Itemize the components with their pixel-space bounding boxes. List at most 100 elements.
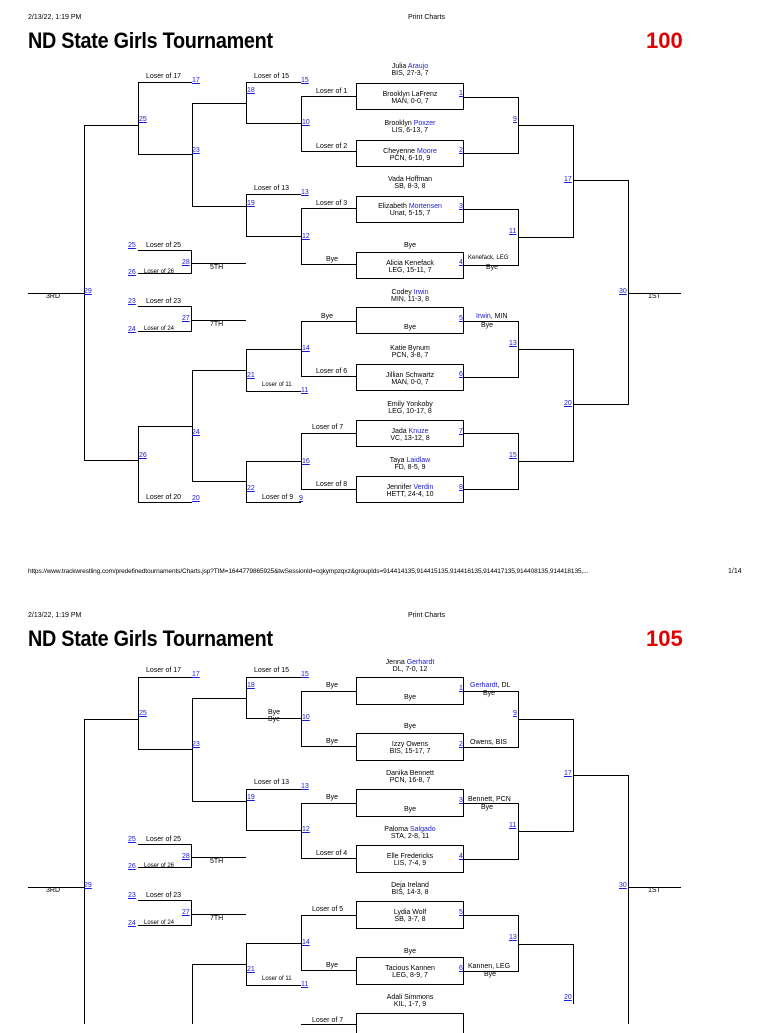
p2-match-number-9[interactable]: 9 <box>513 710 517 717</box>
match-number-14[interactable]: 14 <box>302 345 310 352</box>
match-number-29[interactable]: 29 <box>84 288 92 295</box>
match-number-17[interactable]: 17 <box>564 176 572 183</box>
match-number-3[interactable]: 3 <box>459 203 463 210</box>
match-number-13[interactable]: 13 <box>509 340 517 347</box>
match-number-2[interactable]: 2 <box>459 147 463 154</box>
p2-match-number-2[interactable]: 2 <box>459 741 463 748</box>
p2-match-number-14[interactable]: 14 <box>302 939 310 946</box>
p2-match-number-21[interactable]: 21 <box>247 966 255 973</box>
p2-match-number-17[interactable]: 17 <box>564 770 572 777</box>
p2-match-number-13b[interactable]: 13 <box>301 783 309 790</box>
match-number-8[interactable]: 8 <box>459 484 463 491</box>
p2-cons-loser-15: Loser of 15 <box>254 667 290 674</box>
p2-wrestler-2: Bye <box>403 694 417 701</box>
p2-wrestler-3: Bye <box>403 723 417 730</box>
match-number-21[interactable]: 21 <box>247 372 255 379</box>
match-number-12[interactable]: 12 <box>302 233 310 240</box>
p2-match-number-30[interactable]: 30 <box>619 882 627 889</box>
match-number-19[interactable]: 19 <box>247 200 255 207</box>
match-number-26b[interactable]: 26 <box>128 269 136 276</box>
match-number-9b[interactable]: 9 <box>299 495 303 502</box>
match-number-25[interactable]: 25 <box>139 116 147 123</box>
cons-loser-26: Loser of 26 <box>144 269 175 275</box>
p2-match-number-5[interactable]: 5 <box>459 909 463 916</box>
p2-match-number-12[interactable]: 12 <box>302 826 310 833</box>
match-number-10[interactable]: 10 <box>302 119 310 126</box>
p2-match-number-25b[interactable]: 25 <box>128 836 136 843</box>
footer-url[interactable]: https://www.trackwrestling.com/predefine… <box>28 568 589 575</box>
match-number-23[interactable]: 23 <box>192 147 200 154</box>
match-number-24b[interactable]: 24 <box>128 326 136 333</box>
p2-match-number-13[interactable]: 13 <box>509 934 517 941</box>
match-number-11[interactable]: 11 <box>509 228 517 235</box>
p2-match-number-4[interactable]: 4 <box>459 853 463 860</box>
p2-match-number-17b[interactable]: 17 <box>192 671 200 678</box>
match-number-30[interactable]: 30 <box>619 288 627 295</box>
match-number-20b[interactable]: 20 <box>192 495 200 502</box>
match-number-7[interactable]: 7 <box>459 428 463 435</box>
p2-cons-loser-5: Loser of 5 <box>312 906 344 913</box>
match-number-22[interactable]: 22 <box>247 485 255 492</box>
p2-bracket-q11 <box>464 803 519 860</box>
p2-match-number-11[interactable]: 11 <box>509 822 517 829</box>
cons-loser-23: Loser of 23 <box>146 298 182 305</box>
p2-wrestler-6: Bye <box>403 806 417 813</box>
cons-bye-5: Bye <box>321 313 334 320</box>
match-number-20[interactable]: 20 <box>564 400 572 407</box>
match-number-15[interactable]: 15 <box>509 452 517 459</box>
match-number-6[interactable]: 6 <box>459 371 463 378</box>
match-number-27[interactable]: 27 <box>182 315 190 322</box>
p2-match-number-23c[interactable]: 23 <box>128 892 136 899</box>
match-number-23c[interactable]: 23 <box>128 298 136 305</box>
match-number-11b[interactable]: 11 <box>301 387 309 394</box>
cons-loser-8: Loser of 8 <box>316 481 348 488</box>
cons-loser-9: Loser of 9 <box>262 494 294 501</box>
p2-cons-loser-17: Loser of 17 <box>146 667 182 674</box>
match-number-18[interactable]: 18 <box>247 87 255 94</box>
p2-bracket-s20 <box>519 944 574 1004</box>
p2-match-number-11b[interactable]: 11 <box>301 981 309 988</box>
match-number-26[interactable]: 26 <box>139 452 147 459</box>
match-number-24[interactable]: 24 <box>192 429 200 436</box>
advance-m4: Kenefack, LEG <box>468 255 509 261</box>
p2-match-number-10[interactable]: 10 <box>302 714 310 721</box>
match-number-17b[interactable]: 17 <box>192 77 200 84</box>
p2-match-number-29[interactable]: 29 <box>84 882 92 889</box>
match-number-25b[interactable]: 25 <box>128 242 136 249</box>
p2-match-number-3[interactable]: 3 <box>459 797 463 804</box>
p2-match-number-28[interactable]: 28 <box>182 853 190 860</box>
cons-22 <box>246 461 301 503</box>
p2-match-number-25[interactable]: 25 <box>139 710 147 717</box>
p2-match-number-15b[interactable]: 15 <box>301 671 309 678</box>
match-number-15b[interactable]: 15 <box>301 77 309 84</box>
p2-advance-m3: Bennett, PCN <box>468 796 511 803</box>
place-3rd: 3RD <box>46 293 61 300</box>
p2-match-number-20[interactable]: 20 <box>564 994 572 1001</box>
p2-match-number-6[interactable]: 6 <box>459 965 463 972</box>
print-header-title-2: Print Charts <box>408 612 445 619</box>
cons-24 <box>192 370 246 482</box>
p2-match-4-box <box>356 845 464 873</box>
p2-match-number-27[interactable]: 27 <box>182 909 190 916</box>
p2-match-number-1[interactable]: 1 <box>459 685 463 692</box>
p2-match-number-19[interactable]: 19 <box>247 794 255 801</box>
match-number-13b[interactable]: 13 <box>301 189 309 196</box>
p2-match-number-26b[interactable]: 26 <box>128 863 136 870</box>
match-number-5[interactable]: 5 <box>459 315 463 322</box>
cons-10 <box>301 96 356 152</box>
place-7th-box <box>138 306 192 332</box>
match-number-1[interactable]: 1 <box>459 90 463 97</box>
match-number-16[interactable]: 16 <box>302 458 310 465</box>
p2-match-number-24b[interactable]: 24 <box>128 920 136 927</box>
p2-match-number-23[interactable]: 23 <box>192 741 200 748</box>
match-number-4[interactable]: 4 <box>459 259 463 266</box>
cons-loser-15: Loser of 15 <box>254 73 290 80</box>
match-number-28[interactable]: 28 <box>182 259 190 266</box>
match-number-9[interactable]: 9 <box>513 116 517 123</box>
p2-match-number-18[interactable]: 18 <box>247 682 255 689</box>
cons-14 <box>301 321 356 377</box>
